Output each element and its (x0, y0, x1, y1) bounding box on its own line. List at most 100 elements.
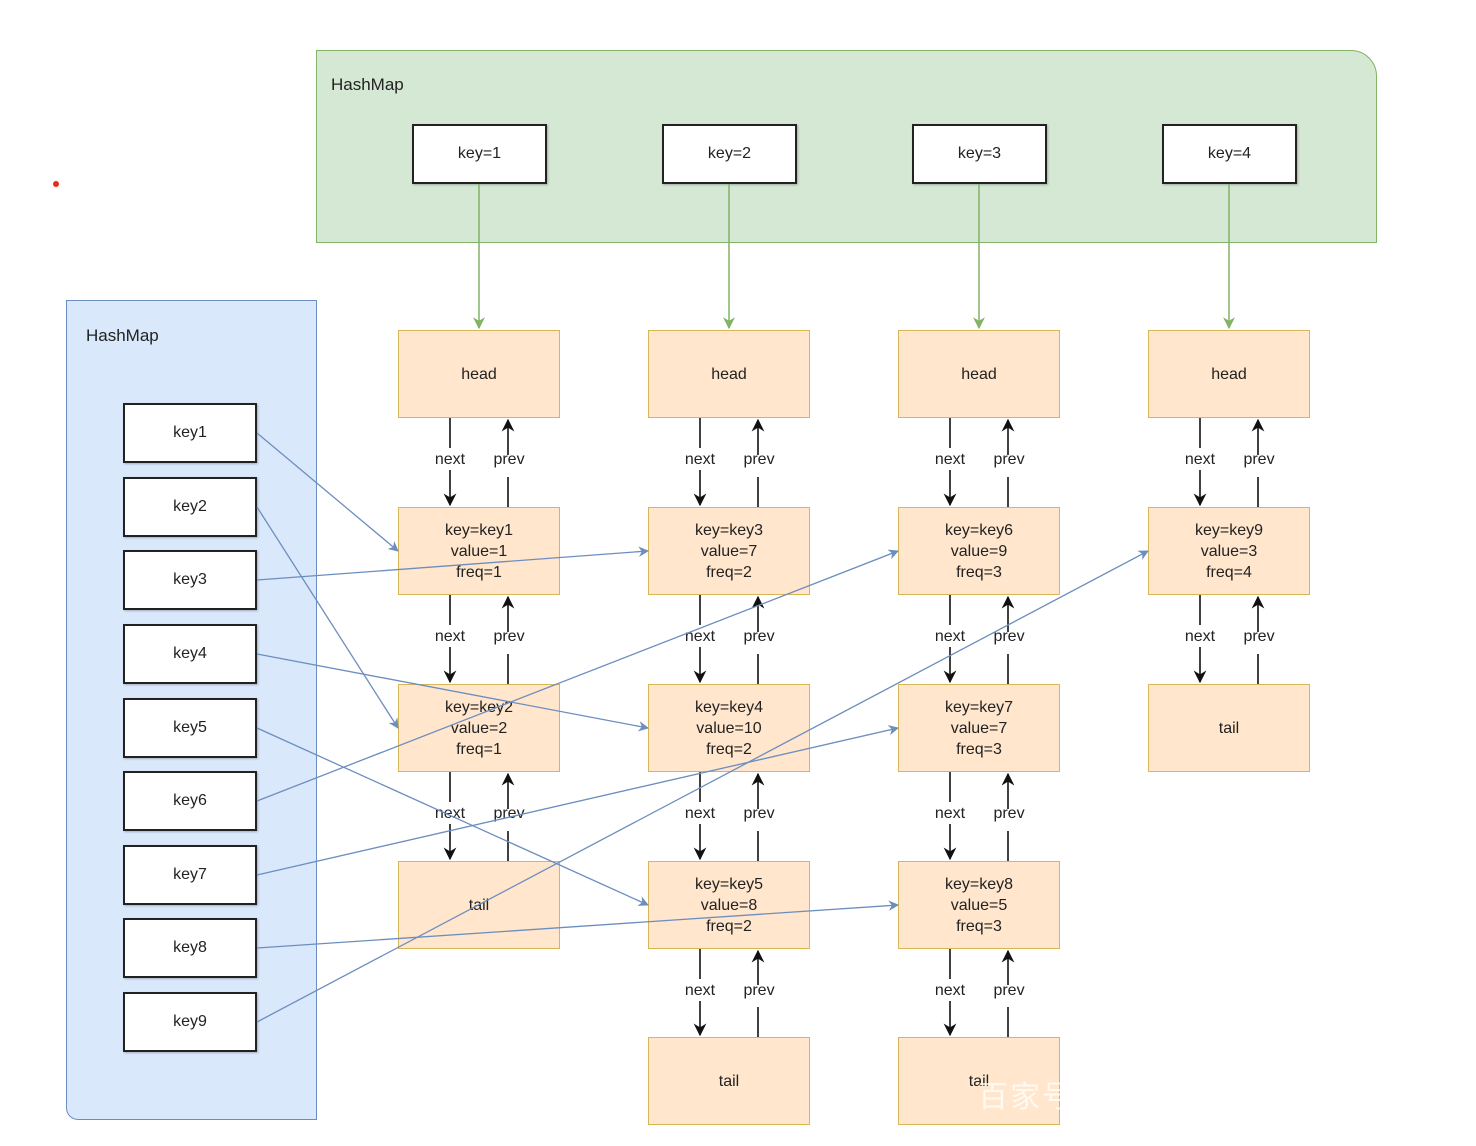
list-node: key=key3 value=7 freq=2 (648, 507, 810, 595)
next-label: next (934, 805, 966, 822)
head-node: head (898, 330, 1060, 418)
red-dot-marker (53, 181, 59, 187)
key-box: key5 (123, 698, 257, 758)
prev-label: prev (1243, 628, 1275, 645)
node-value: value=7 (700, 542, 758, 560)
prev-label: prev (493, 451, 525, 468)
key-pointer-arrow (256, 546, 650, 581)
node-freq: freq=1 (456, 740, 502, 758)
node-key: key=key3 (694, 521, 764, 539)
tail-node: tail (648, 1037, 810, 1125)
node-value: value=9 (950, 542, 1008, 560)
key-pointer-arrow (256, 550, 1149, 1023)
key-box: key2 (123, 477, 257, 537)
head-label: head (461, 365, 497, 383)
prev-label: prev (743, 805, 775, 822)
node-value: value=2 (450, 719, 508, 737)
head-label: head (1211, 365, 1247, 383)
key-pointer-arrow (256, 549, 899, 802)
node-value: value=8 (700, 896, 758, 914)
freq-key-box: key=4 (1162, 124, 1297, 184)
next-label: next (684, 628, 716, 645)
next-label: next (434, 628, 466, 645)
node-freq: freq=3 (956, 563, 1002, 581)
head-node: head (648, 330, 810, 418)
prev-label: prev (743, 982, 775, 999)
key-pointer-arrow (256, 432, 399, 552)
next-label: next (934, 451, 966, 468)
prev-label: prev (493, 628, 525, 645)
node-freq: freq=3 (956, 917, 1002, 935)
key-box: key4 (123, 624, 257, 684)
tail-label: tail (718, 1072, 740, 1090)
node-freq: freq=2 (706, 563, 752, 581)
key-pointer-arrow (256, 506, 399, 729)
key-box: key9 (123, 992, 257, 1052)
node-freq: freq=2 (706, 917, 752, 935)
next-label: next (684, 982, 716, 999)
next-label: next (684, 451, 716, 468)
next-label: next (434, 451, 466, 468)
node-value: value=3 (1200, 542, 1258, 560)
node-freq: freq=1 (456, 563, 502, 581)
node-key: key=key4 (694, 698, 764, 716)
freq-hashmap-title: HashMap (331, 75, 404, 94)
key-box: key3 (123, 550, 257, 610)
list-node: key=key1 value=1 freq=1 (398, 507, 560, 595)
key-box: key1 (123, 403, 257, 463)
prev-label: prev (993, 982, 1025, 999)
key-box: key7 (123, 845, 257, 905)
prev-label: prev (743, 451, 775, 468)
list-node: key=key6 value=9 freq=3 (898, 507, 1060, 595)
node-key: key=key7 (944, 698, 1014, 716)
list-node: key=key5 value=8 freq=2 (648, 861, 810, 949)
next-label: next (1184, 451, 1216, 468)
watermark: 百家号 (978, 1081, 1074, 1114)
head-node: head (1148, 330, 1310, 418)
node-key: key=key9 (1194, 521, 1264, 539)
list-node: key=key2 value=2 freq=1 (398, 684, 560, 772)
node-key: key=key1 (444, 521, 514, 539)
node-freq: freq=4 (1206, 563, 1252, 581)
tail-node: tail (898, 1037, 1060, 1125)
tail-node: tail (1148, 684, 1310, 772)
key-hashmap-title: HashMap (86, 326, 159, 345)
head-node: head (398, 330, 560, 418)
prev-label: prev (993, 451, 1025, 468)
node-freq: freq=3 (956, 740, 1002, 758)
node-key: key=key5 (694, 875, 764, 893)
head-label: head (961, 365, 997, 383)
freq-key-box: key=3 (912, 124, 1047, 184)
freq-key-box: key=2 (662, 124, 797, 184)
next-label: next (1184, 628, 1216, 645)
node-value: value=1 (450, 542, 508, 560)
prev-label: prev (993, 628, 1025, 645)
key-box: key8 (123, 918, 257, 978)
key-pointer-arrow (256, 900, 900, 949)
prev-label: prev (993, 805, 1025, 822)
next-label: next (934, 982, 966, 999)
key-pointer-arrow (256, 653, 650, 732)
node-key: key=key2 (444, 698, 514, 716)
key-box: key6 (123, 771, 257, 831)
prev-label: prev (1243, 451, 1275, 468)
key-pointer-arrow (256, 725, 900, 876)
prev-label: prev (743, 628, 775, 645)
node-key: key=key6 (944, 521, 1014, 539)
node-value: value=5 (950, 896, 1008, 914)
list-node: key=key8 value=5 freq=3 (898, 861, 1060, 949)
node-value: value=7 (950, 719, 1008, 737)
head-label: head (711, 365, 747, 383)
tail-label: tail (1218, 719, 1240, 737)
node-key: key=key8 (944, 875, 1014, 893)
key-pointer-arrow (256, 727, 649, 906)
node-freq: freq=2 (706, 740, 752, 758)
next-label: next (684, 805, 716, 822)
freq-key-box: key=1 (412, 124, 547, 184)
prev-label: prev (493, 805, 525, 822)
next-label: next (934, 628, 966, 645)
list-node: key=key7 value=7 freq=3 (898, 684, 1060, 772)
next-label: next (434, 805, 466, 822)
